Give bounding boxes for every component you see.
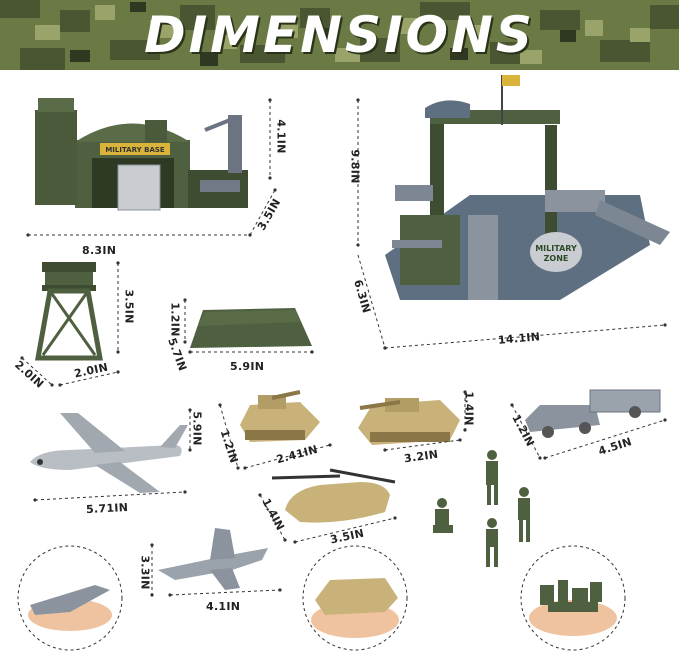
base-depth-line: [249, 188, 277, 236]
tower-depth-line: [20, 356, 54, 387]
camouflage-pattern: [0, 0, 679, 70]
watch-tower-toy: [35, 262, 103, 361]
jet-height-label: 3.3IN: [138, 555, 152, 590]
airplane-width-line: [33, 490, 187, 502]
sandbag-height-label: 1.2IN: [168, 302, 182, 337]
helicopter-height-line: [258, 493, 287, 542]
battle-tank-width-line: [383, 438, 462, 452]
tower-width-line: [58, 370, 120, 387]
jeep-height-line: [510, 403, 542, 460]
helicopter-width-line: [293, 516, 397, 544]
military-zone-toy: MILITARY ZONE: [385, 75, 670, 300]
zone-depth-line: [357, 254, 387, 350]
banner: DIMENSIONS: [0, 0, 679, 70]
banner-title: DIMENSIONS: [144, 6, 535, 64]
jet-width-line: [168, 588, 282, 597]
sandbag-wall-toy: [190, 308, 312, 348]
tank-width-line: [243, 443, 332, 470]
fighter-jet-toy: [158, 528, 268, 590]
military-base-toy: MILITARY BASE: [35, 98, 248, 211]
helicopter-toy: [271, 468, 396, 523]
battle-tank-toy: [358, 398, 460, 445]
hand-with-jet-circle: [17, 545, 123, 651]
military-zone-sign-line2: ZONE: [544, 254, 569, 263]
military-base-sign-text: MILITARY BASE: [105, 146, 165, 154]
zone-width-line: [383, 323, 667, 350]
zone-height-label: 9.8IN: [348, 149, 362, 184]
sandbag-width-label: 5.9IN: [230, 360, 265, 373]
hand-with-tank-circle: [302, 545, 408, 651]
base-width-label: 8.3IN: [82, 244, 117, 257]
airplane-toy: [30, 413, 188, 493]
military-zone-sign-line1: MILITARY: [535, 244, 577, 253]
tower-height-label: 3.5IN: [122, 289, 136, 324]
jet-width-label: 4.1IN: [206, 600, 241, 613]
base-height-label: 4.1IN: [274, 119, 288, 154]
jeep-width-line: [543, 418, 667, 460]
tank-toy: [240, 390, 320, 442]
military-base-sign: [100, 143, 170, 155]
soldier-figures: [433, 450, 530, 567]
hand-with-soldiers-circle: [520, 545, 626, 651]
jeep-trailer-toy: [525, 389, 661, 438]
battle-tank-height-label: 1.4IN: [462, 391, 476, 426]
airplane-width-label: 5.71IN: [85, 500, 129, 517]
airplane-height-label: 5.9IN: [190, 411, 204, 446]
tank-height-line: [218, 403, 240, 470]
